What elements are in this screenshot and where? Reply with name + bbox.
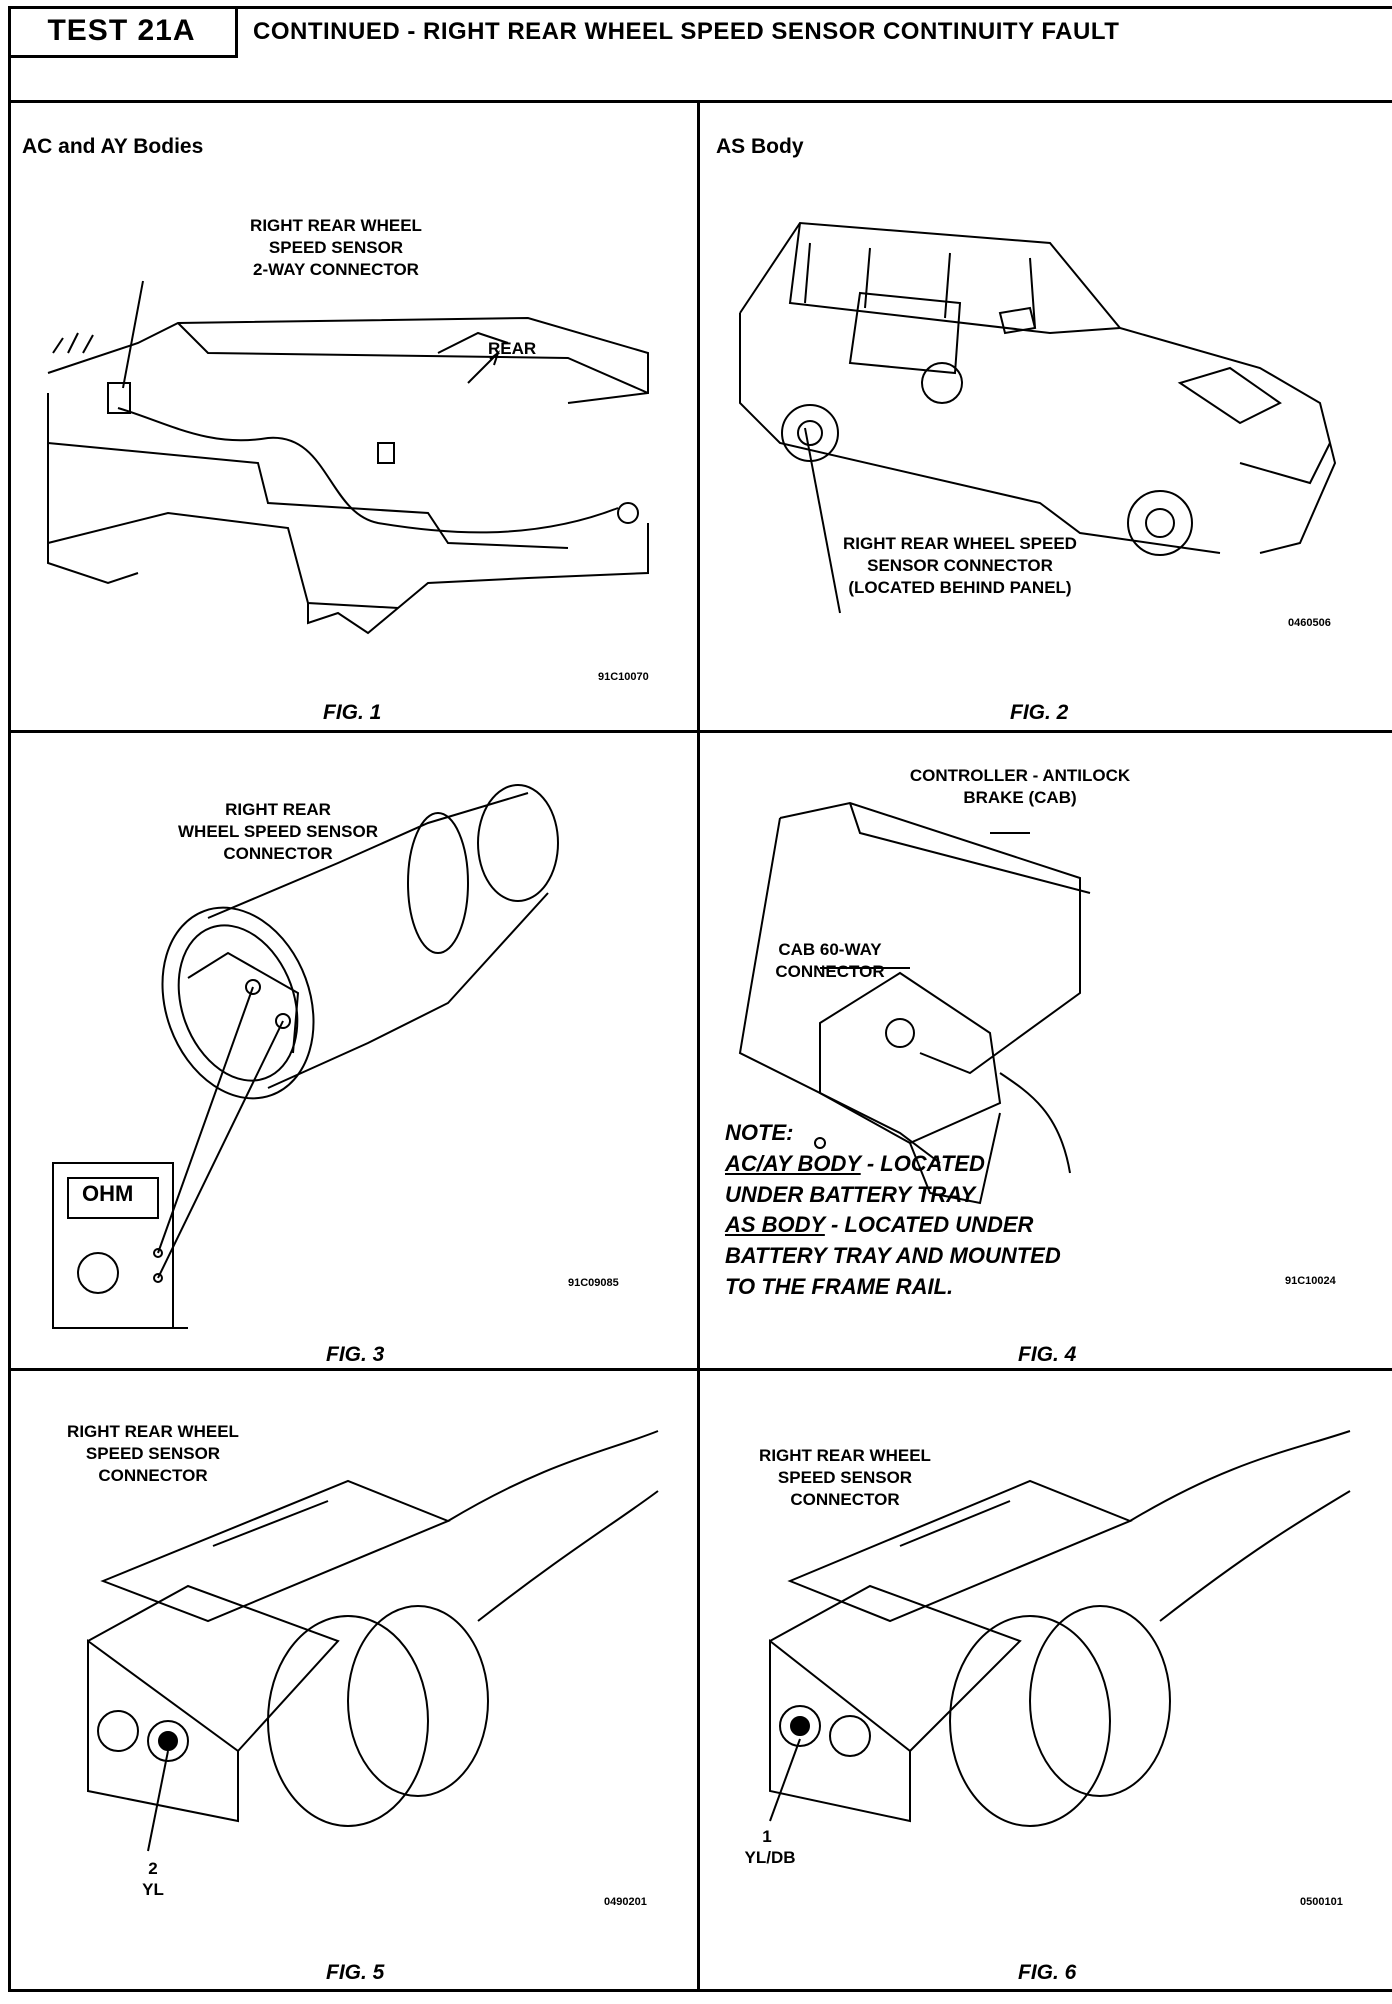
- row-divider-2: [8, 1368, 1392, 1371]
- underbody-illustration: [47, 280, 649, 635]
- fig4-code: 91C10024: [1285, 1275, 1336, 1287]
- fig1-direction-label: REAR: [488, 339, 537, 358]
- fig4-note: NOTE: AC/AY BODY - LOCATED UNDER BATTERY…: [725, 1118, 1145, 1303]
- fig3-code: 91C09085: [568, 1277, 619, 1289]
- section-title-ac-ay: AC and AY Bodies: [22, 135, 204, 158]
- note-line-4: BATTERY TRAY AND MOUNTED: [725, 1243, 1061, 1269]
- column-divider: [697, 103, 700, 1992]
- connector-illustration-pin-1: [769, 1430, 1351, 1827]
- fig5-pin-color: YL: [142, 1880, 164, 1899]
- figure-2-panel: AS Body RIGHT REAR WHEEL SPEED SENSOR CO…: [700, 103, 1392, 730]
- connector-ohmmeter-illustration: [52, 784, 559, 1329]
- fig5-callout: RIGHT REAR WHEEL SPEED SENSOR CONNECTOR: [67, 1422, 239, 1486]
- fig4-callout-connector: CAB 60-WAY CONNECTOR: [775, 940, 885, 982]
- note-heading: NOTE:: [725, 1120, 794, 1145]
- fig6-callout: RIGHT REAR WHEEL SPEED SENSOR CONNECTOR: [759, 1446, 931, 1510]
- note-line-3: AS BODY - LOCATED UNDER: [725, 1212, 1034, 1238]
- fig1-code: 91C10070: [598, 671, 649, 683]
- van-illustration: [739, 221, 1337, 614]
- fig2-callout: RIGHT REAR WHEEL SPEED SENSOR CONNECTOR …: [843, 534, 1077, 598]
- controller-illustration: [738, 801, 1091, 1205]
- note-ac-ay-body: AC/AY BODY: [725, 1150, 861, 1176]
- figure-3-panel: RIGHT REAR WHEEL SPEED SENSOR CONNECTOR …: [8, 733, 697, 1368]
- fig1-caption: FIG. 1: [323, 701, 382, 724]
- fig4-caption: FIG. 4: [1018, 1343, 1077, 1366]
- service-manual-page: TEST 21A CONTINUED - RIGHT REAR WHEEL SP…: [8, 6, 1392, 2004]
- fig4-callout-controller: CONTROLLER - ANTILOCK BRAKE (CAB): [909, 766, 1131, 808]
- fig6-code: 0500101: [1300, 1896, 1343, 1908]
- fig2-code: 0460506: [1288, 617, 1331, 629]
- fig6-pin-number: 1: [762, 1827, 772, 1846]
- note-as-body: AS BODY: [725, 1212, 825, 1238]
- figure-6-panel: RIGHT REAR WHEEL SPEED SENSOR CONNECTOR …: [700, 1371, 1392, 1992]
- fig6-pin-color: YL/DB: [744, 1848, 796, 1867]
- figure-1-panel: AC and AY Bodies RIGHT REAR WHEEL SPEED …: [8, 103, 697, 730]
- note-line-1: AC/AY BODY - LOCATED: [725, 1150, 985, 1176]
- connector-illustration-pin-2: [87, 1430, 659, 1852]
- fig2-caption: FIG. 2: [1010, 701, 1069, 724]
- fig5-pin-number: 2: [148, 1859, 158, 1878]
- fig1-callout: RIGHT REAR WHEEL SPEED SENSOR 2-WAY CONN…: [250, 216, 422, 280]
- figure-4-panel: CONTROLLER - ANTILOCK BRAKE (CAB) CAB 60…: [700, 733, 1392, 1368]
- row-divider-1: [8, 730, 1392, 733]
- fig5-caption: FIG. 5: [326, 1961, 385, 1984]
- test-label: TEST 21A: [8, 6, 238, 58]
- note-line-5: TO THE FRAME RAIL.: [725, 1273, 954, 1299]
- page-border: [8, 6, 1392, 1992]
- fig6-caption: FIG. 6: [1018, 1961, 1077, 1984]
- page-header: TEST 21A CONTINUED - RIGHT REAR WHEEL SP…: [8, 6, 1392, 103]
- fig5-code: 0490201: [604, 1896, 647, 1908]
- section-title-as: AS Body: [716, 135, 804, 158]
- fig3-callout: RIGHT REAR WHEEL SPEED SENSOR CONNECTOR: [178, 800, 378, 864]
- ohm-meter-label: OHM: [82, 1181, 134, 1206]
- note-line-2: UNDER BATTERY TRAY: [725, 1181, 976, 1207]
- page-title: CONTINUED - RIGHT REAR WHEEL SPEED SENSO…: [253, 18, 1120, 45]
- fig3-caption: FIG. 3: [326, 1343, 385, 1366]
- figure-5-panel: RIGHT REAR WHEEL SPEED SENSOR CONNECTOR …: [8, 1371, 697, 1992]
